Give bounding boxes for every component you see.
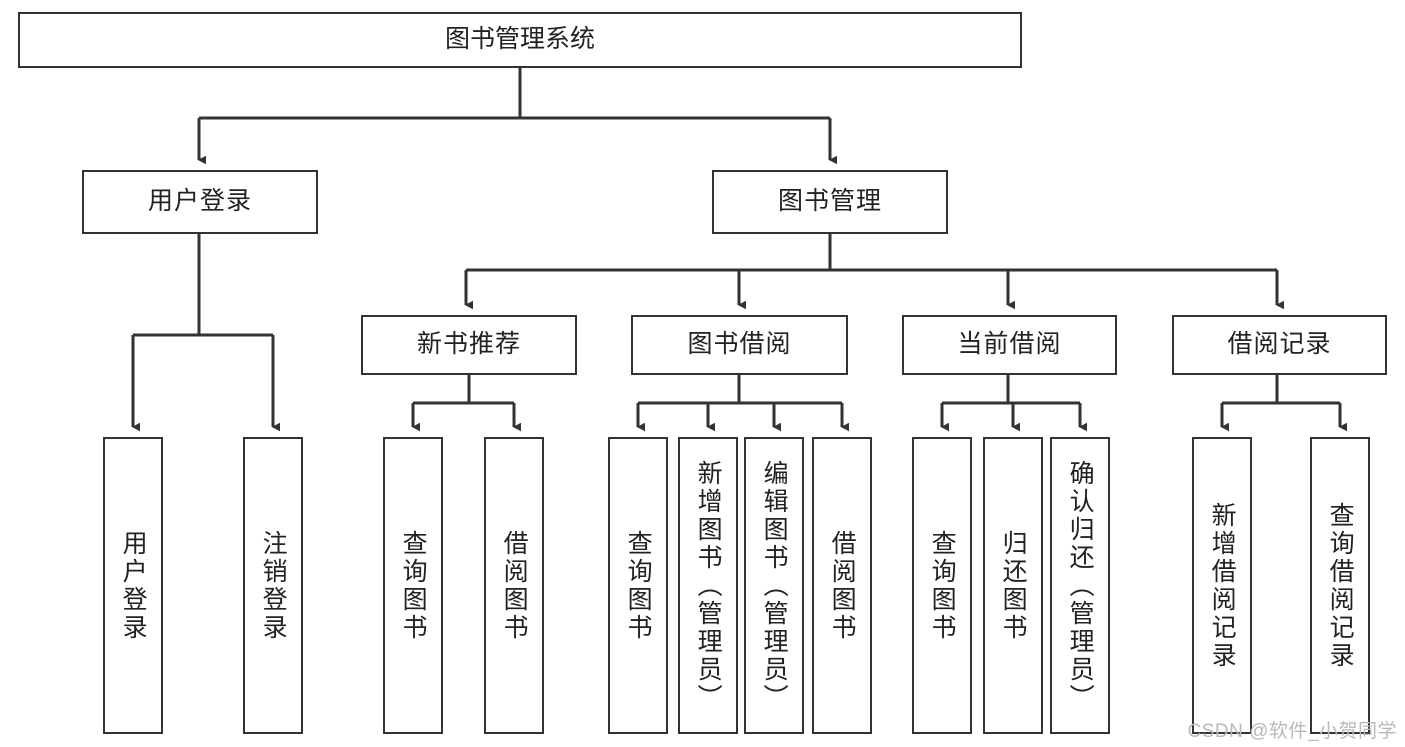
node-leaf-query-book-1[interactable]: 查询图书 [383, 437, 443, 734]
node-leaf-add-book-label: 新增图书（管理员） [694, 459, 723, 712]
node-leaf-add-book[interactable]: 新增图书（管理员） [678, 437, 738, 734]
node-leaf-borrow-book-2-label: 借阅图书 [828, 529, 857, 642]
node-leaf-edit-book-label: 编辑图书（管理员） [760, 459, 789, 712]
node-leaf-return-book-label: 归还图书 [999, 529, 1028, 642]
node-leaf-query-record-label: 查询借阅记录 [1326, 501, 1355, 670]
node-leaf-user-logout-label: 注销登录 [259, 529, 288, 642]
node-leaf-confirm-return[interactable]: 确认归还（管理员） [1050, 437, 1110, 734]
node-new-book-recommend[interactable]: 新书推荐 [361, 315, 577, 375]
node-leaf-query-book-3-label: 查询图书 [928, 529, 957, 642]
node-book-borrow-label: 图书借阅 [687, 330, 792, 359]
node-borrow-record[interactable]: 借阅记录 [1172, 315, 1387, 375]
node-leaf-query-record[interactable]: 查询借阅记录 [1310, 437, 1370, 734]
node-root-label: 图书管理系统 [444, 25, 595, 54]
watermark-text: CSDN @软件_小贺同学 [1187, 721, 1397, 742]
node-leaf-query-book-2-label: 查询图书 [624, 529, 653, 642]
node-leaf-user-logout[interactable]: 注销登录 [243, 437, 303, 734]
node-current-borrow[interactable]: 当前借阅 [902, 315, 1117, 375]
node-user-login[interactable]: 用户登录 [82, 170, 318, 234]
node-leaf-query-book-1-label: 查询图书 [399, 529, 428, 642]
node-leaf-edit-book[interactable]: 编辑图书（管理员） [744, 437, 804, 734]
node-book-borrow[interactable]: 图书借阅 [631, 315, 848, 375]
node-leaf-return-book[interactable]: 归还图书 [983, 437, 1043, 734]
node-book-manage-label: 图书管理 [777, 187, 882, 216]
node-leaf-borrow-book-1-label: 借阅图书 [500, 529, 529, 642]
node-root-system[interactable]: 图书管理系统 [18, 12, 1022, 68]
node-book-manage[interactable]: 图书管理 [712, 170, 948, 234]
node-leaf-query-book-3[interactable]: 查询图书 [912, 437, 972, 734]
node-leaf-borrow-book-2[interactable]: 借阅图书 [812, 437, 872, 734]
node-leaf-borrow-book-1[interactable]: 借阅图书 [484, 437, 544, 734]
node-leaf-add-record[interactable]: 新增借阅记录 [1192, 437, 1252, 734]
node-new-book-recommend-label: 新书推荐 [416, 330, 521, 359]
node-current-borrow-label: 当前借阅 [957, 330, 1062, 359]
node-leaf-confirm-return-label: 确认归还（管理员） [1066, 459, 1095, 712]
node-leaf-user-login[interactable]: 用户登录 [103, 437, 163, 734]
node-leaf-query-book-2[interactable]: 查询图书 [608, 437, 668, 734]
node-user-login-label: 用户登录 [147, 187, 252, 216]
node-leaf-user-login-label: 用户登录 [119, 529, 148, 642]
node-borrow-record-label: 借阅记录 [1227, 330, 1332, 359]
node-leaf-add-record-label: 新增借阅记录 [1208, 501, 1237, 670]
